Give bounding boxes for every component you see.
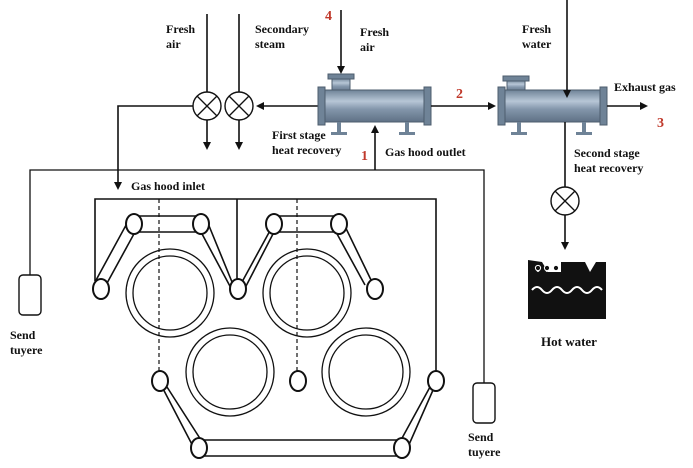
label-second-stage: Second stage heat recovery xyxy=(574,146,643,175)
label-secondary-steam: Secondary steam xyxy=(255,22,312,51)
guide-roll-10 xyxy=(427,370,445,392)
label-first-stage: First stage heat recovery xyxy=(272,128,341,157)
label-send-tuyere-right: Send tuyere xyxy=(468,430,501,459)
first-stage-heat-exchanger xyxy=(317,10,432,135)
stream-number-1: 1 xyxy=(361,149,368,164)
guide-roll-3 xyxy=(265,213,283,235)
guide-roll-2 xyxy=(192,213,210,235)
guide-roll-8 xyxy=(151,370,169,392)
label-fresh-water: Fresh water xyxy=(522,22,554,51)
valve-secondary-steam xyxy=(224,91,254,121)
valve-fresh-air xyxy=(192,91,222,121)
dryer-cylinder-4 xyxy=(321,327,411,417)
guide-roll-9 xyxy=(289,370,307,392)
guide-roll-6 xyxy=(229,278,247,300)
stream-number-4: 4 xyxy=(325,9,332,24)
dryer-cylinder-1 xyxy=(125,248,215,338)
guide-roll-7 xyxy=(366,278,384,300)
guide-roll-12 xyxy=(393,437,411,459)
label-gas-hood-inlet: Gas hood inlet xyxy=(131,179,205,193)
label-hot-water: Hot water xyxy=(541,334,597,349)
guide-roll-11 xyxy=(190,437,208,459)
label-gas-hood-outlet: Gas hood outlet xyxy=(385,145,466,159)
right-tuyere-line xyxy=(375,169,485,383)
guide-roll-4 xyxy=(330,213,348,235)
guide-roll-5 xyxy=(92,278,110,300)
gas-hood-enclosure xyxy=(94,198,437,377)
stream-number-2: 2 xyxy=(456,87,463,102)
valve-hot-water xyxy=(550,186,580,216)
label-fresh-air-1: Fresh air xyxy=(166,22,198,51)
left-tuyere-line xyxy=(29,169,375,275)
dryer-cylinder-3 xyxy=(185,327,275,417)
label-fresh-air-2: Fresh air xyxy=(360,25,392,54)
send-tuyere-left-icon xyxy=(18,274,42,316)
felt-path-bottom xyxy=(158,380,438,457)
label-send-tuyere-left: Send tuyere xyxy=(10,328,43,357)
second-stage-heat-exchanger xyxy=(497,75,608,135)
label-exhaust-gas: Exhaust gas xyxy=(614,80,676,94)
felt-path-bottom-inner xyxy=(166,386,431,441)
guide-roll-1 xyxy=(125,213,143,235)
stream-number-3: 3 xyxy=(657,116,664,131)
dryer-cylinder-2 xyxy=(262,248,352,338)
gas-hood-inlet-duct xyxy=(114,105,193,190)
hot-water-tank-icon xyxy=(528,260,606,319)
send-tuyere-right-icon xyxy=(472,382,496,424)
